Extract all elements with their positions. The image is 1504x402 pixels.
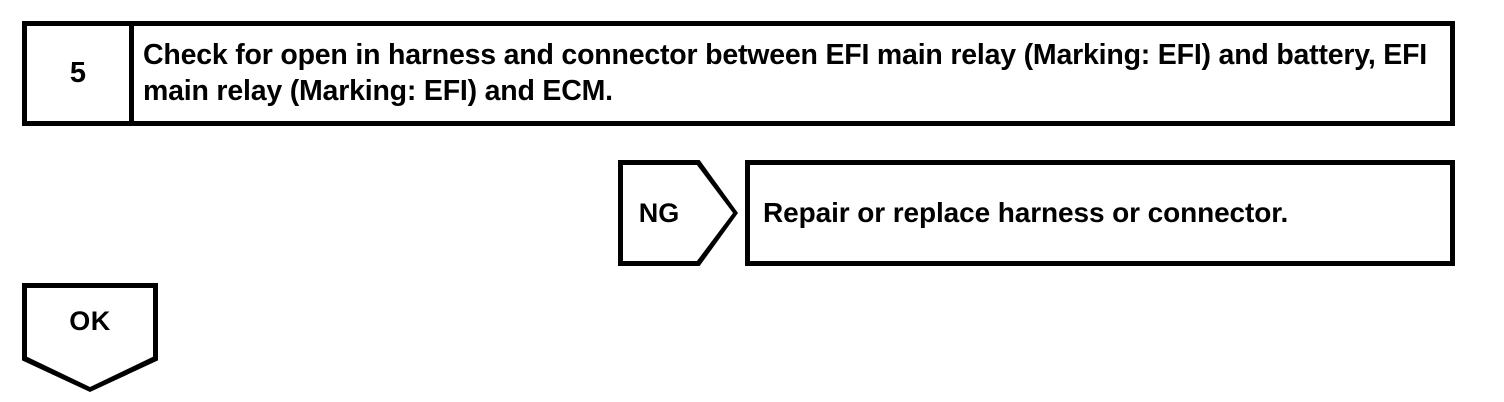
step-row: 5 Check for open in harness and connecto… [22,21,1455,126]
ng-result-text: Repair or replace harness or connector. [763,197,1289,229]
step-number-cell: 5 [27,26,134,121]
ok-label: OK [69,306,111,336]
step-instruction-cell: Check for open in harness and connector … [134,26,1450,121]
ng-result-box: Repair or replace harness or connector. [745,160,1455,266]
ng-branch: NG Repair or replace harness or connecto… [618,160,1455,266]
step-number: 5 [69,57,87,89]
step-instruction-text: Check for open in harness and connector … [143,38,1428,107]
ng-label: NG [638,197,680,228]
